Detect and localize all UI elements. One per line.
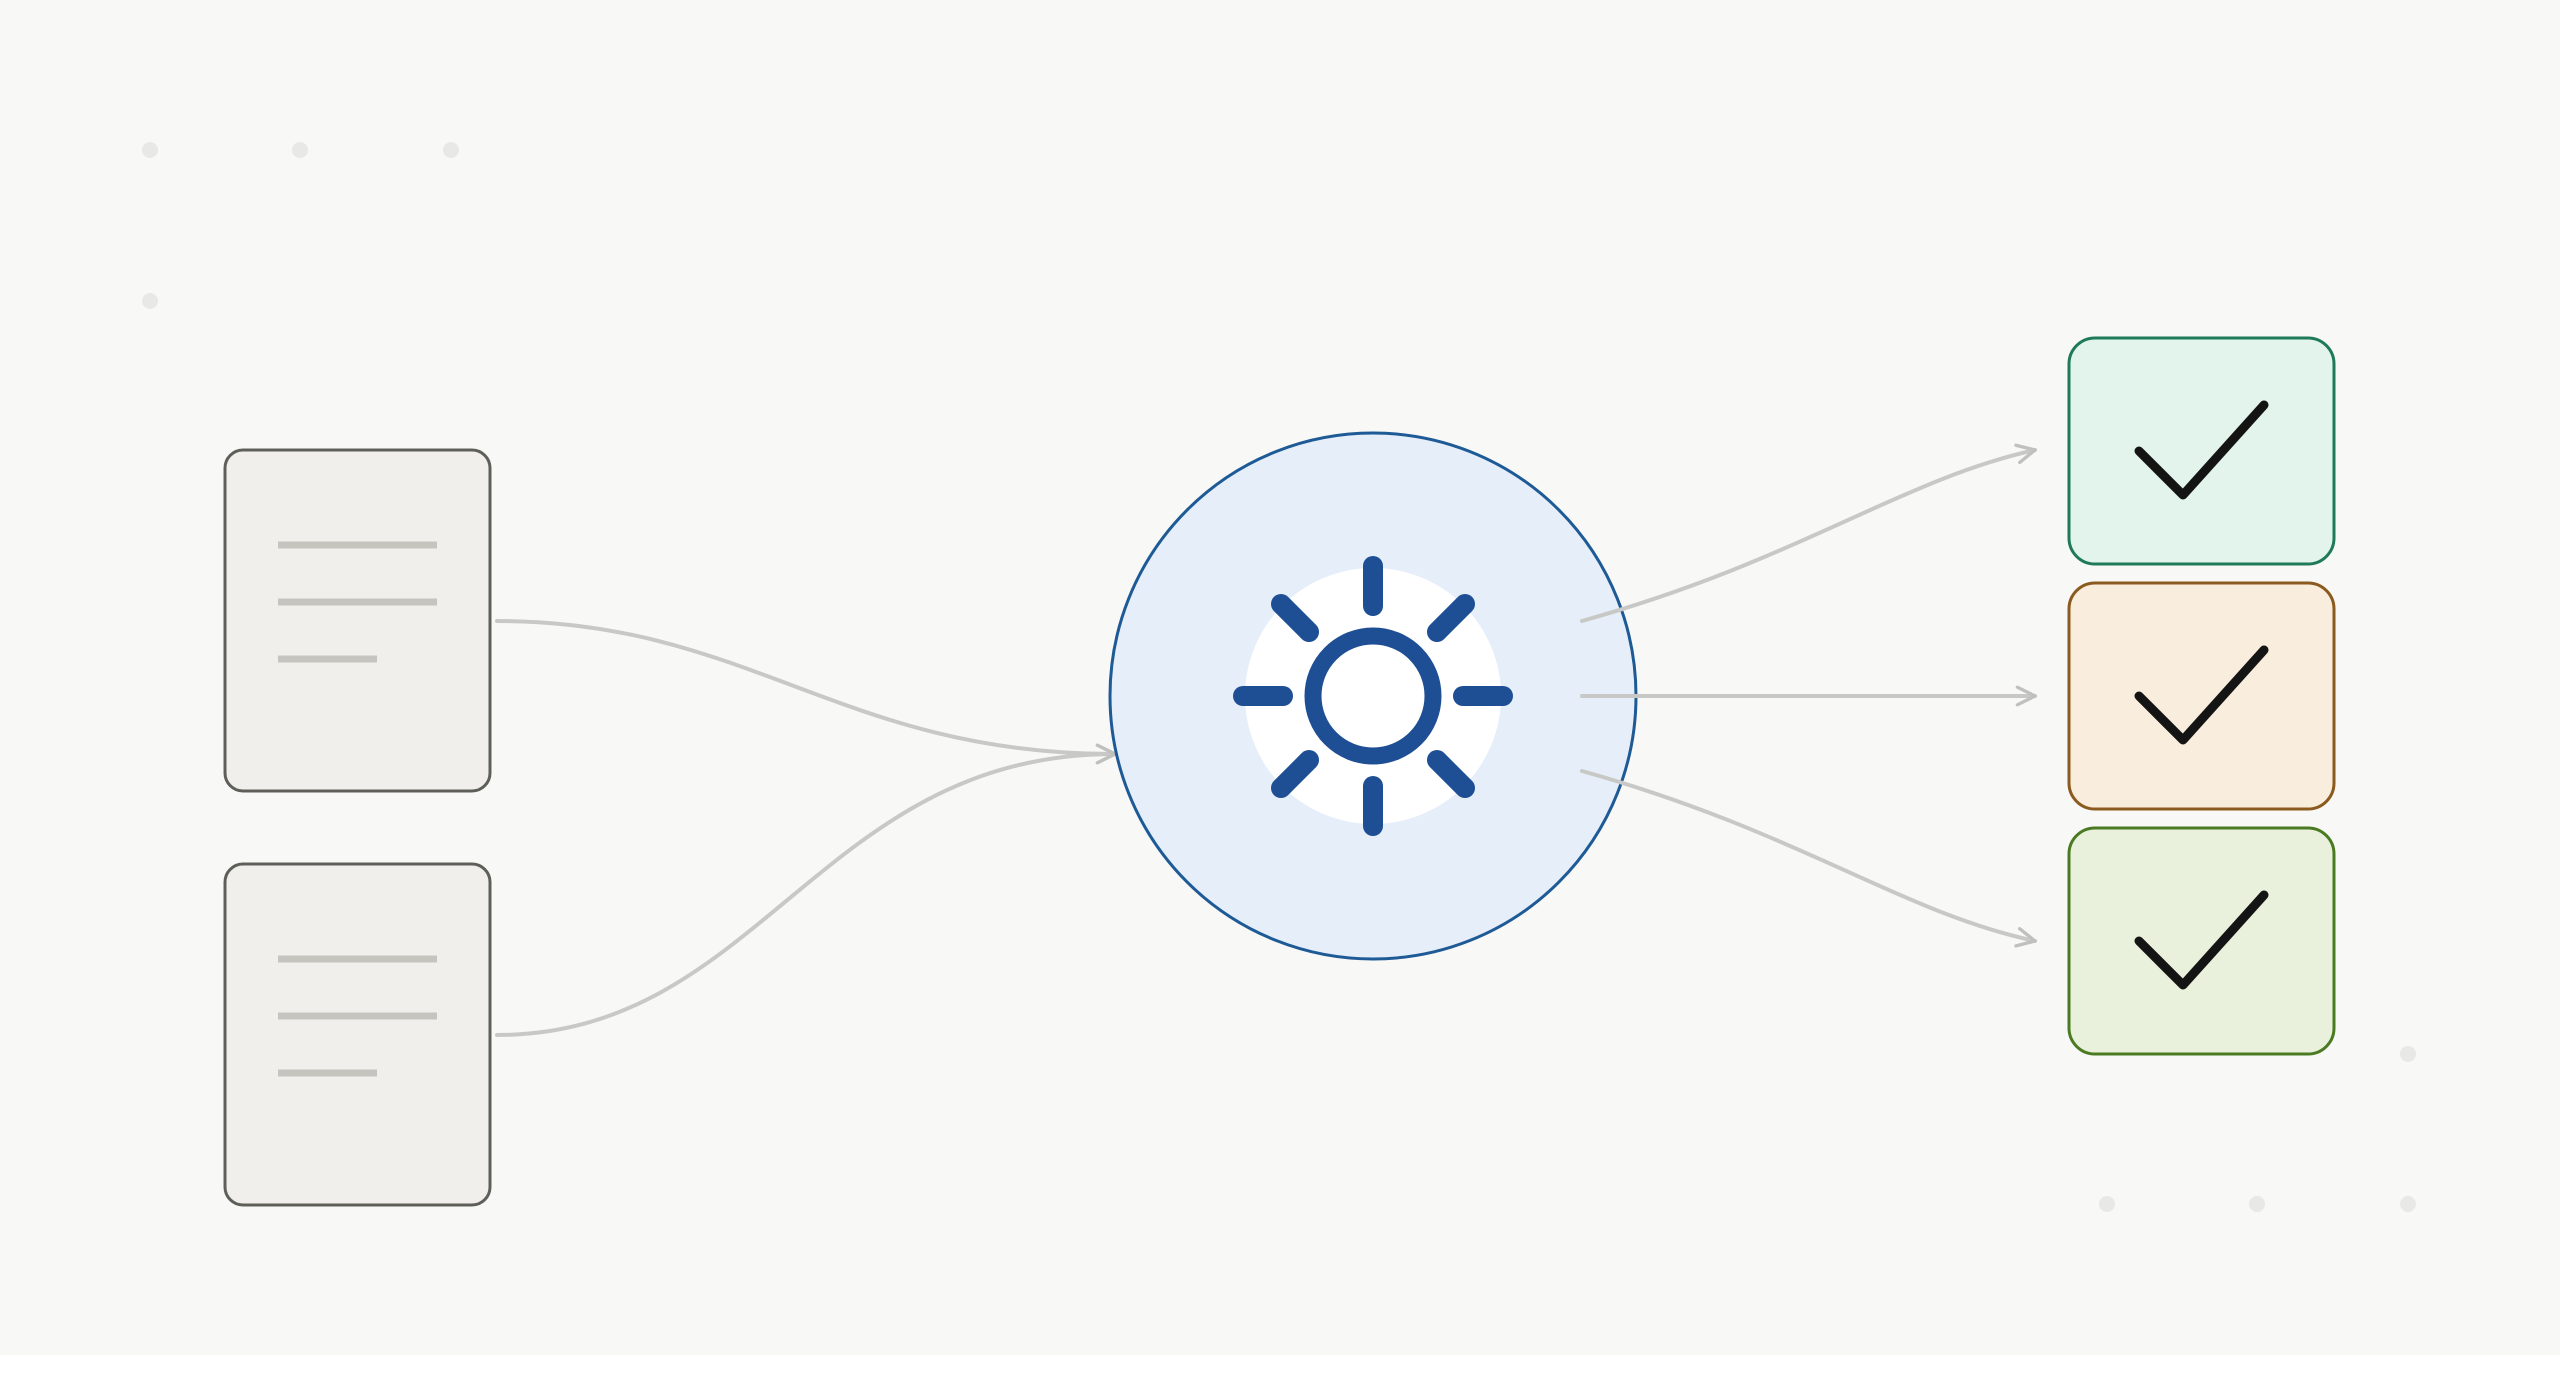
input-document-1 bbox=[223, 448, 492, 793]
connector-input-1 bbox=[495, 619, 1117, 765]
processor-node bbox=[1108, 431, 1638, 961]
document-icon bbox=[278, 955, 437, 1077]
checkmark-icon bbox=[2134, 890, 2269, 990]
output-box-2 bbox=[2067, 581, 2336, 811]
gear-icon bbox=[1233, 556, 1513, 836]
output-box-3 bbox=[2067, 826, 2336, 1056]
connector-input-2 bbox=[495, 743, 1117, 1037]
checkmark-icon bbox=[2134, 645, 2269, 745]
input-connectors bbox=[495, 619, 1117, 1037]
connector-output-3 bbox=[1580, 769, 2037, 948]
output-box-1 bbox=[2067, 336, 2336, 566]
output-connectors bbox=[1580, 443, 2037, 948]
connector-output-1 bbox=[1580, 443, 2037, 623]
decorative-dots bbox=[142, 142, 2416, 1212]
document-icon bbox=[278, 541, 437, 663]
input-document-2 bbox=[223, 862, 492, 1207]
checkmark-icon bbox=[2134, 400, 2269, 500]
